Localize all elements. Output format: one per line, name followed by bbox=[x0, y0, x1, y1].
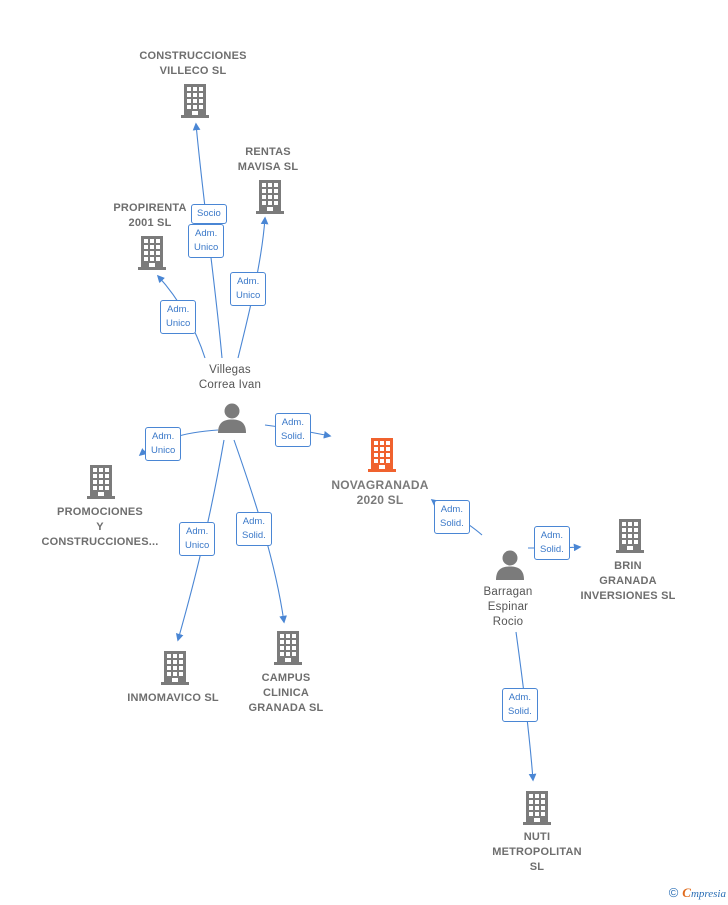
person-icon[interactable] bbox=[218, 403, 246, 434]
edge-label-adm-solid-barragan-novagranada: Adm. Solid. bbox=[434, 500, 470, 534]
node-label-villegas[interactable]: Villegas Correa Ivan bbox=[198, 364, 262, 391]
person-icon[interactable] bbox=[496, 550, 524, 581]
edge-label-adm-solid-brin: Adm. Solid. bbox=[534, 526, 570, 560]
edge-label-adm-unico-promociones: Adm. Unico bbox=[145, 427, 182, 461]
building-icon[interactable] bbox=[256, 180, 284, 214]
edge-label-adm-unico-rentas: Adm. Unico bbox=[230, 272, 267, 306]
node-label-brin-granada[interactable]: BRIN GRANADA INVERSIONES SL bbox=[580, 560, 676, 602]
brand-initial: C bbox=[682, 885, 691, 900]
edge-label-adm-unico-villeco: Adm. Unico bbox=[188, 224, 225, 258]
node-label-construcciones-villeco[interactable]: CONSTRUCCIONES VILLECO SL bbox=[139, 50, 247, 77]
node-label-novagranada[interactable]: NOVAGRANADA 2020 SL bbox=[331, 478, 429, 507]
building-icon[interactable] bbox=[87, 465, 115, 499]
edge-label-adm-unico-inmomavico: Adm. Unico bbox=[179, 522, 216, 556]
node-label-campus-clinica[interactable]: CAMPUS CLINICA GRANADA SL bbox=[248, 672, 324, 714]
node-label-rentas-mavisa[interactable]: RENTAS MAVISA SL bbox=[237, 146, 299, 173]
building-icon[interactable] bbox=[138, 236, 166, 270]
node-label-propirenta[interactable]: PROPIRENTA 2001 SL bbox=[113, 202, 187, 229]
brand-name: mpresia bbox=[690, 888, 726, 900]
building-icon[interactable] bbox=[181, 84, 209, 118]
empresia-logo[interactable]: ©Cmpresia bbox=[669, 885, 726, 901]
building-icon[interactable] bbox=[161, 651, 189, 685]
edge-label-adm-solid-campus: Adm. Solid. bbox=[236, 512, 272, 546]
edge-label-socio: Socio bbox=[191, 204, 227, 224]
node-label-nuti-metropolitan[interactable]: NUTI METROPOLITAN SL bbox=[492, 831, 582, 873]
copyright-icon: © bbox=[668, 885, 679, 900]
building-icon-highlighted[interactable] bbox=[368, 438, 396, 472]
node-label-promociones[interactable]: PROMOCIONES Y CONSTRUCCIONES... bbox=[41, 506, 159, 548]
edge-label-adm-solid-novagranada: Adm. Solid. bbox=[275, 413, 311, 447]
edge-label-adm-solid-nuti: Adm. Solid. bbox=[502, 688, 538, 722]
edge-label-adm-unico-propirenta: Adm. Unico bbox=[160, 300, 197, 334]
node-label-barragan[interactable]: Barragan Espinar Rocio bbox=[483, 586, 533, 628]
building-icon[interactable] bbox=[274, 631, 302, 665]
building-icon[interactable] bbox=[523, 791, 551, 825]
building-icon[interactable] bbox=[616, 519, 644, 553]
node-label-inmomavico[interactable]: INMOMAVICO SL bbox=[127, 692, 219, 704]
